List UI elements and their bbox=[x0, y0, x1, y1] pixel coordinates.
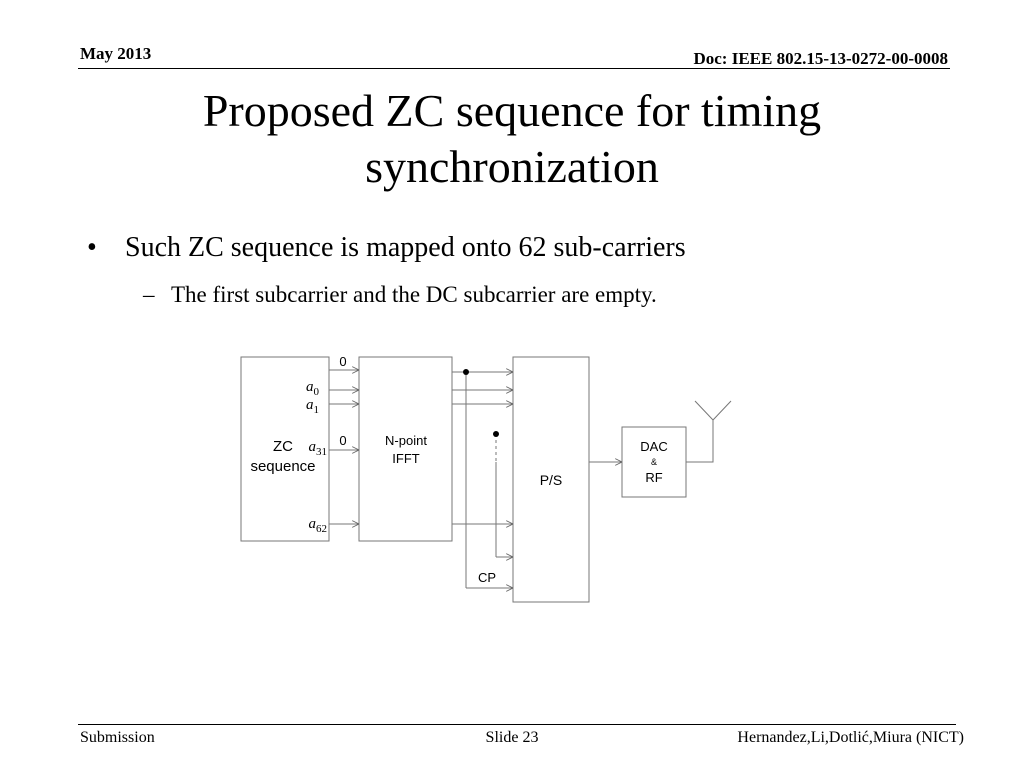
junction-dot-2 bbox=[493, 431, 499, 437]
zero-top-label: 0 bbox=[339, 354, 346, 369]
bullet-level-1: • Such ZC sequence is mapped onto 62 sub-… bbox=[87, 232, 686, 264]
dac-label-line-1: DAC bbox=[640, 439, 667, 454]
slide-title-line-1: Proposed ZC sequence for timing bbox=[202, 85, 822, 136]
dac-label-line-2: & bbox=[651, 457, 657, 467]
slide-title: Proposed ZC sequence for timing synchron… bbox=[0, 83, 1024, 195]
slide-title-line-2: synchronization bbox=[365, 141, 659, 192]
zc-label-line-2: sequence bbox=[250, 458, 315, 475]
input-label-a62: a62 bbox=[309, 516, 328, 535]
sub-bullet-marker: – bbox=[143, 282, 155, 307]
input-label-a0: a0 bbox=[306, 379, 320, 398]
input-label-a31: a31 bbox=[309, 439, 328, 458]
footer-authors: Hernandez,Li,Dotlić,Miura (NICT) bbox=[737, 729, 964, 746]
header-doc-id: Doc: IEEE 802.15-13-0272-00-0008 bbox=[693, 49, 948, 68]
header-rule bbox=[78, 68, 950, 69]
ps-label: P/S bbox=[540, 472, 563, 488]
header-date: May 2013 bbox=[80, 44, 152, 63]
footer-rule bbox=[78, 724, 956, 725]
input-label-a1: a1 bbox=[306, 397, 319, 416]
bullet-text: Such ZC sequence is mapped onto 62 sub-c… bbox=[125, 232, 686, 263]
antenna-icon bbox=[694, 400, 732, 421]
footer-slide-number: Slide 23 bbox=[485, 729, 539, 746]
footer-submission: Submission bbox=[80, 729, 155, 746]
junction-dot-1 bbox=[463, 369, 469, 375]
zero-mid-label: 0 bbox=[339, 433, 346, 448]
block-diagram-svg: 0 0 a0 a1 a31 a62 ZC sequence N-point IF… bbox=[240, 354, 732, 603]
dac-label-line-3: RF bbox=[645, 470, 662, 485]
sub-bullet-text: The first subcarrier and the DC subcarri… bbox=[171, 282, 657, 307]
ps-block bbox=[512, 356, 590, 603]
bullet-level-2: –The first subcarrier and the DC subcarr… bbox=[143, 282, 657, 308]
ifft-label-line-2: IFFT bbox=[392, 451, 419, 466]
ifft-label-line-1: N-point bbox=[385, 433, 427, 448]
zc-sequence-block bbox=[240, 356, 330, 542]
block-diagram: 0 0 a0 a1 a31 a62 ZC sequence N-point IF… bbox=[230, 345, 770, 625]
zc-label-line-1: ZC bbox=[273, 438, 293, 455]
antenna-feed bbox=[686, 420, 714, 463]
bullet-marker: • bbox=[87, 232, 97, 263]
cp-label: CP bbox=[478, 570, 496, 585]
ifft-block bbox=[358, 356, 453, 542]
